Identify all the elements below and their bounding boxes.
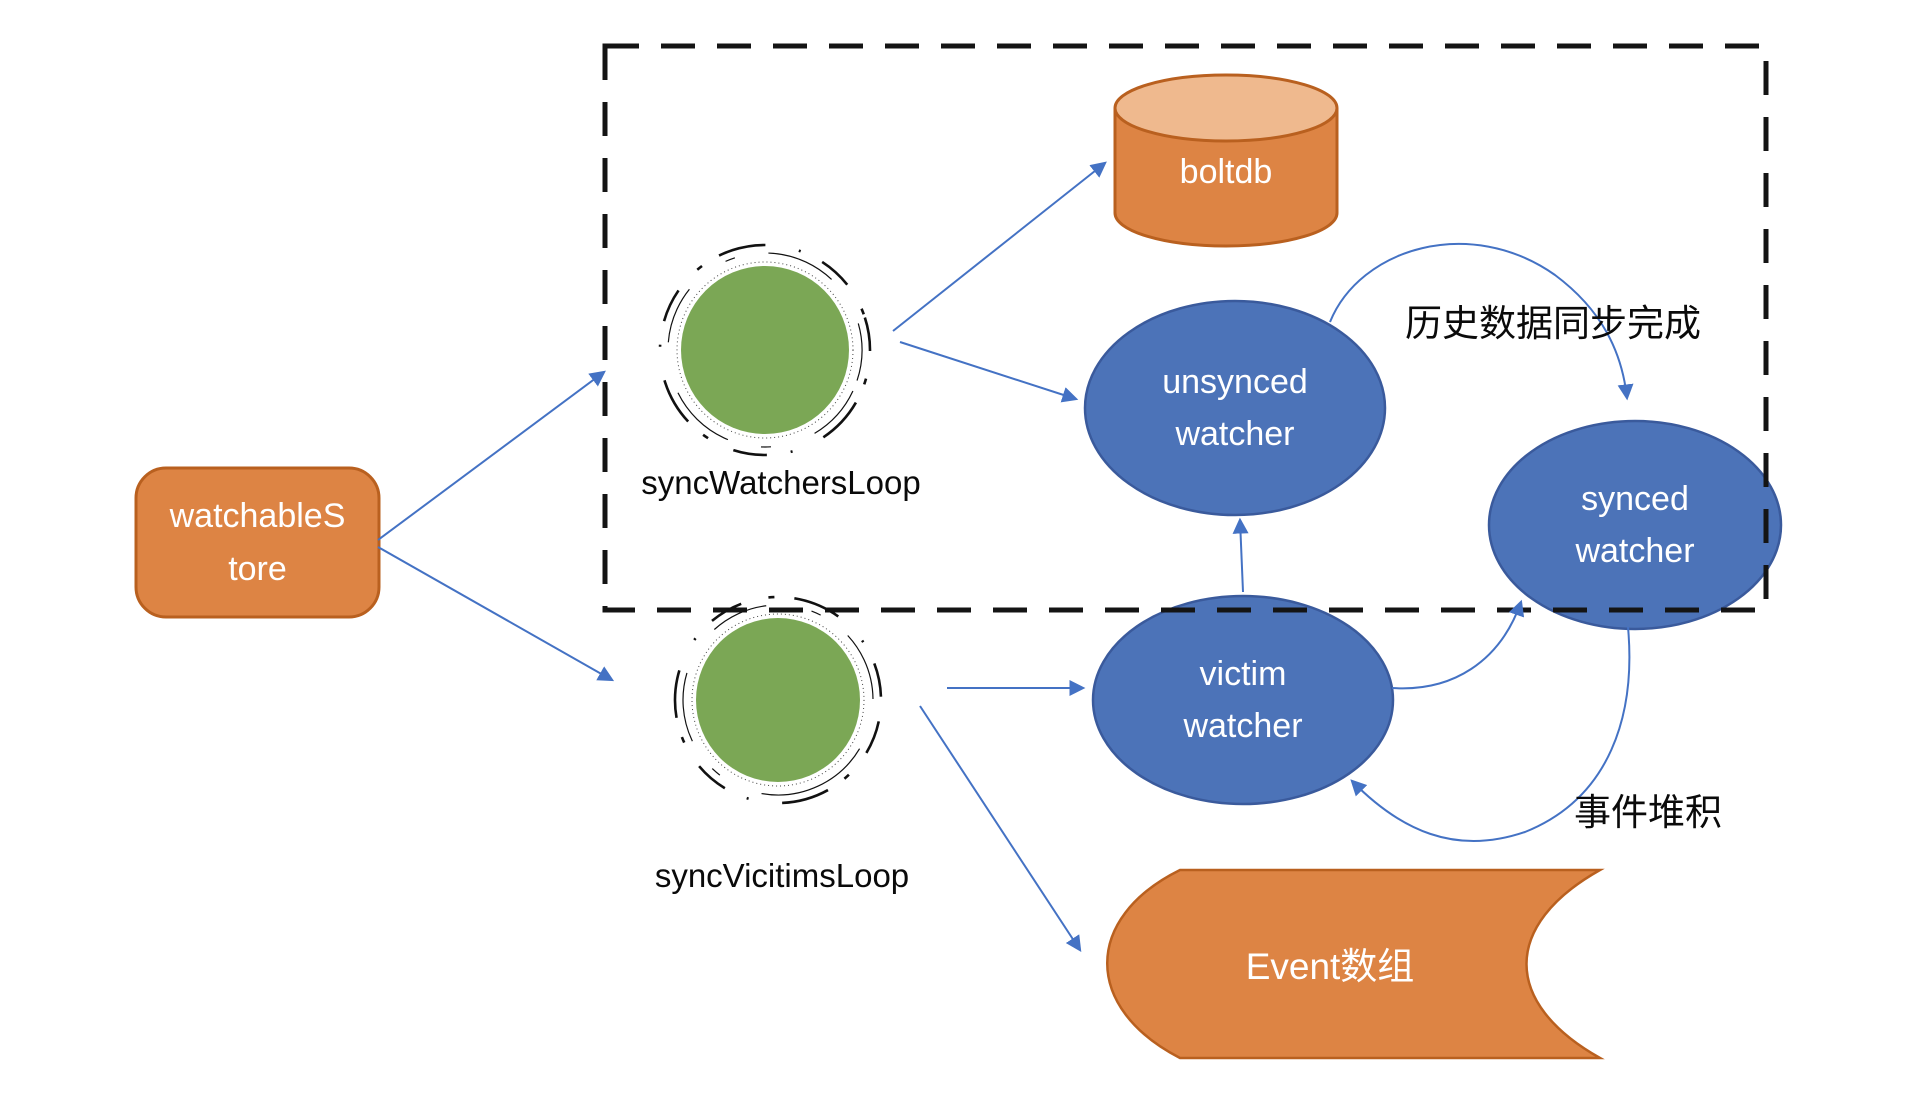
dashed-boundary-box	[602, 43, 1769, 613]
sync-victims-loop-icon	[673, 595, 883, 805]
edge-store-to-watchersloop	[377, 370, 606, 541]
edge-watchersloop-to-boltdb	[892, 161, 1107, 332]
boltdb-cylinder-top	[1113, 73, 1339, 143]
edge-watchersloop-to-unsynced	[899, 341, 1079, 403]
boltdb-cylinder-body	[1113, 108, 1339, 248]
edge-unsynced-to-synced-history	[1329, 243, 1634, 401]
sync-watchers-loop-icon	[658, 243, 872, 457]
victim-watcher-shape	[1091, 594, 1395, 806]
watchable-store-shape	[134, 466, 381, 619]
unsynced-watcher-shape	[1083, 299, 1387, 517]
edge-store-to-victimsloop	[377, 546, 615, 682]
edge-synced-to-victim-pileup	[1350, 626, 1631, 843]
edge-victim-to-unsynced	[1232, 517, 1249, 593]
event-array-shape	[1106, 868, 1605, 1060]
edge-victim-to-synced	[1391, 599, 1525, 690]
edge-victimsloop-to-eventarray	[919, 705, 1082, 953]
synced-watcher-shape	[1487, 419, 1783, 631]
